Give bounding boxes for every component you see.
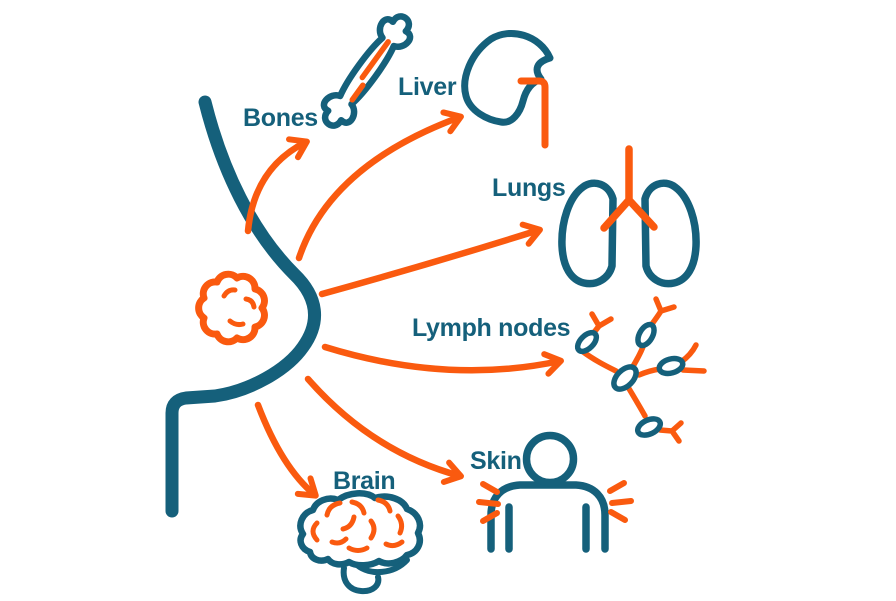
arrow-to-lungs <box>318 221 543 298</box>
label-liver: Liver <box>398 73 457 101</box>
arrow-to-brain <box>254 401 319 499</box>
brain-gyri <box>310 497 405 553</box>
lymph-nodes-icon <box>574 296 707 444</box>
arrow-to-lymph-nodes <box>321 343 564 377</box>
liver-icon <box>461 29 554 149</box>
metastasis-arrows <box>244 109 564 499</box>
trachea <box>600 145 658 232</box>
lungs-icon <box>558 145 700 288</box>
arrow-to-bones <box>244 136 310 235</box>
label-skin: Skin <box>470 447 522 475</box>
label-bones: Bones <box>243 104 318 132</box>
label-lungs: Lungs <box>492 174 566 202</box>
breast-outline-icon <box>165 95 322 518</box>
label-lymph-nodes: Lymph nodes <box>412 314 570 342</box>
brain-icon <box>297 490 424 595</box>
label-brain: Brain <box>333 467 395 495</box>
arrow-to-liver <box>295 109 464 262</box>
tumor-icon <box>195 270 268 346</box>
arrow-to-skin <box>304 375 464 485</box>
skin-irritation-lines <box>476 480 634 524</box>
person-icon <box>476 431 634 553</box>
bone-icon <box>320 13 414 129</box>
